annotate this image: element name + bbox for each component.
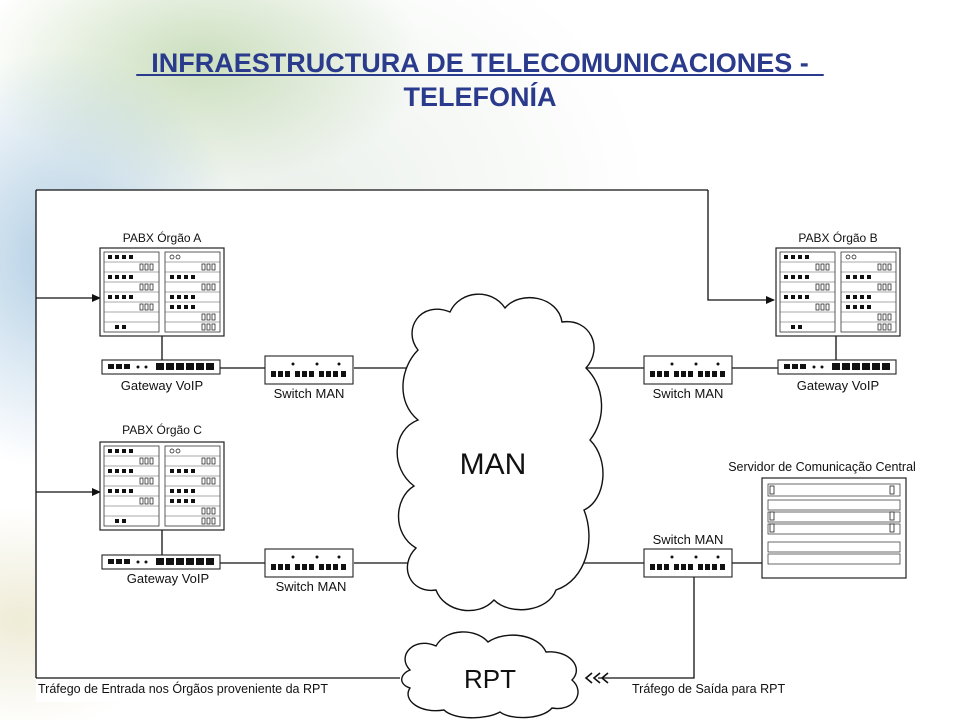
server-label: Servidor de Comunicação Central (728, 460, 916, 474)
central-server-icon (761, 477, 907, 579)
pabx-a-label: PABX Órgão A (123, 230, 202, 245)
title-line-1: INFRAESTRUCTURA DE TELECOMUNICACIONES - (136, 48, 824, 78)
switch-a-label: Switch MAN (274, 386, 345, 401)
rpt-cloud-icon (401, 631, 579, 719)
switch-central-label: Switch MAN (653, 532, 724, 547)
switch-c-label: Switch MAN (276, 579, 347, 594)
inbound-traffic-label: Tráfego de Entrada nos Órgãos provenient… (38, 681, 328, 696)
pabx-b-device-icon (775, 247, 901, 337)
switch-b-icon (643, 355, 733, 385)
rpt-cloud-label: RPT (464, 664, 516, 694)
gateway-b-icon (777, 359, 897, 375)
switch-a-icon (264, 355, 354, 385)
man-cloud-label: MAN (460, 448, 527, 481)
title-line-2: TELEFONÍA (403, 82, 557, 112)
switch-c-icon (264, 548, 354, 578)
gateway-c-icon (101, 554, 221, 570)
man-cloud-icon (396, 293, 604, 612)
outbound-arrow-icon (584, 672, 609, 684)
switch-b-label: Switch MAN (653, 386, 724, 401)
gateway-a-label: Gateway VoIP (121, 378, 203, 393)
pabx-a-device-icon (99, 247, 225, 337)
pabx-b-label: PABX Órgão B (798, 230, 877, 245)
connection-lines (35, 189, 837, 679)
pabx-c-device-icon (99, 441, 225, 531)
pabx-c-label: PABX Órgão C (122, 422, 202, 437)
gateway-b-label: Gateway VoIP (797, 378, 879, 393)
gateway-c-label: Gateway VoIP (127, 571, 209, 586)
outbound-traffic-label: Tráfego de Saída para RPT (632, 682, 785, 696)
gateway-a-icon (101, 359, 221, 375)
switch-central-icon (643, 548, 733, 578)
slide-title: INFRAESTRUCTURA DE TELECOMUNICACIONES - … (0, 46, 960, 114)
